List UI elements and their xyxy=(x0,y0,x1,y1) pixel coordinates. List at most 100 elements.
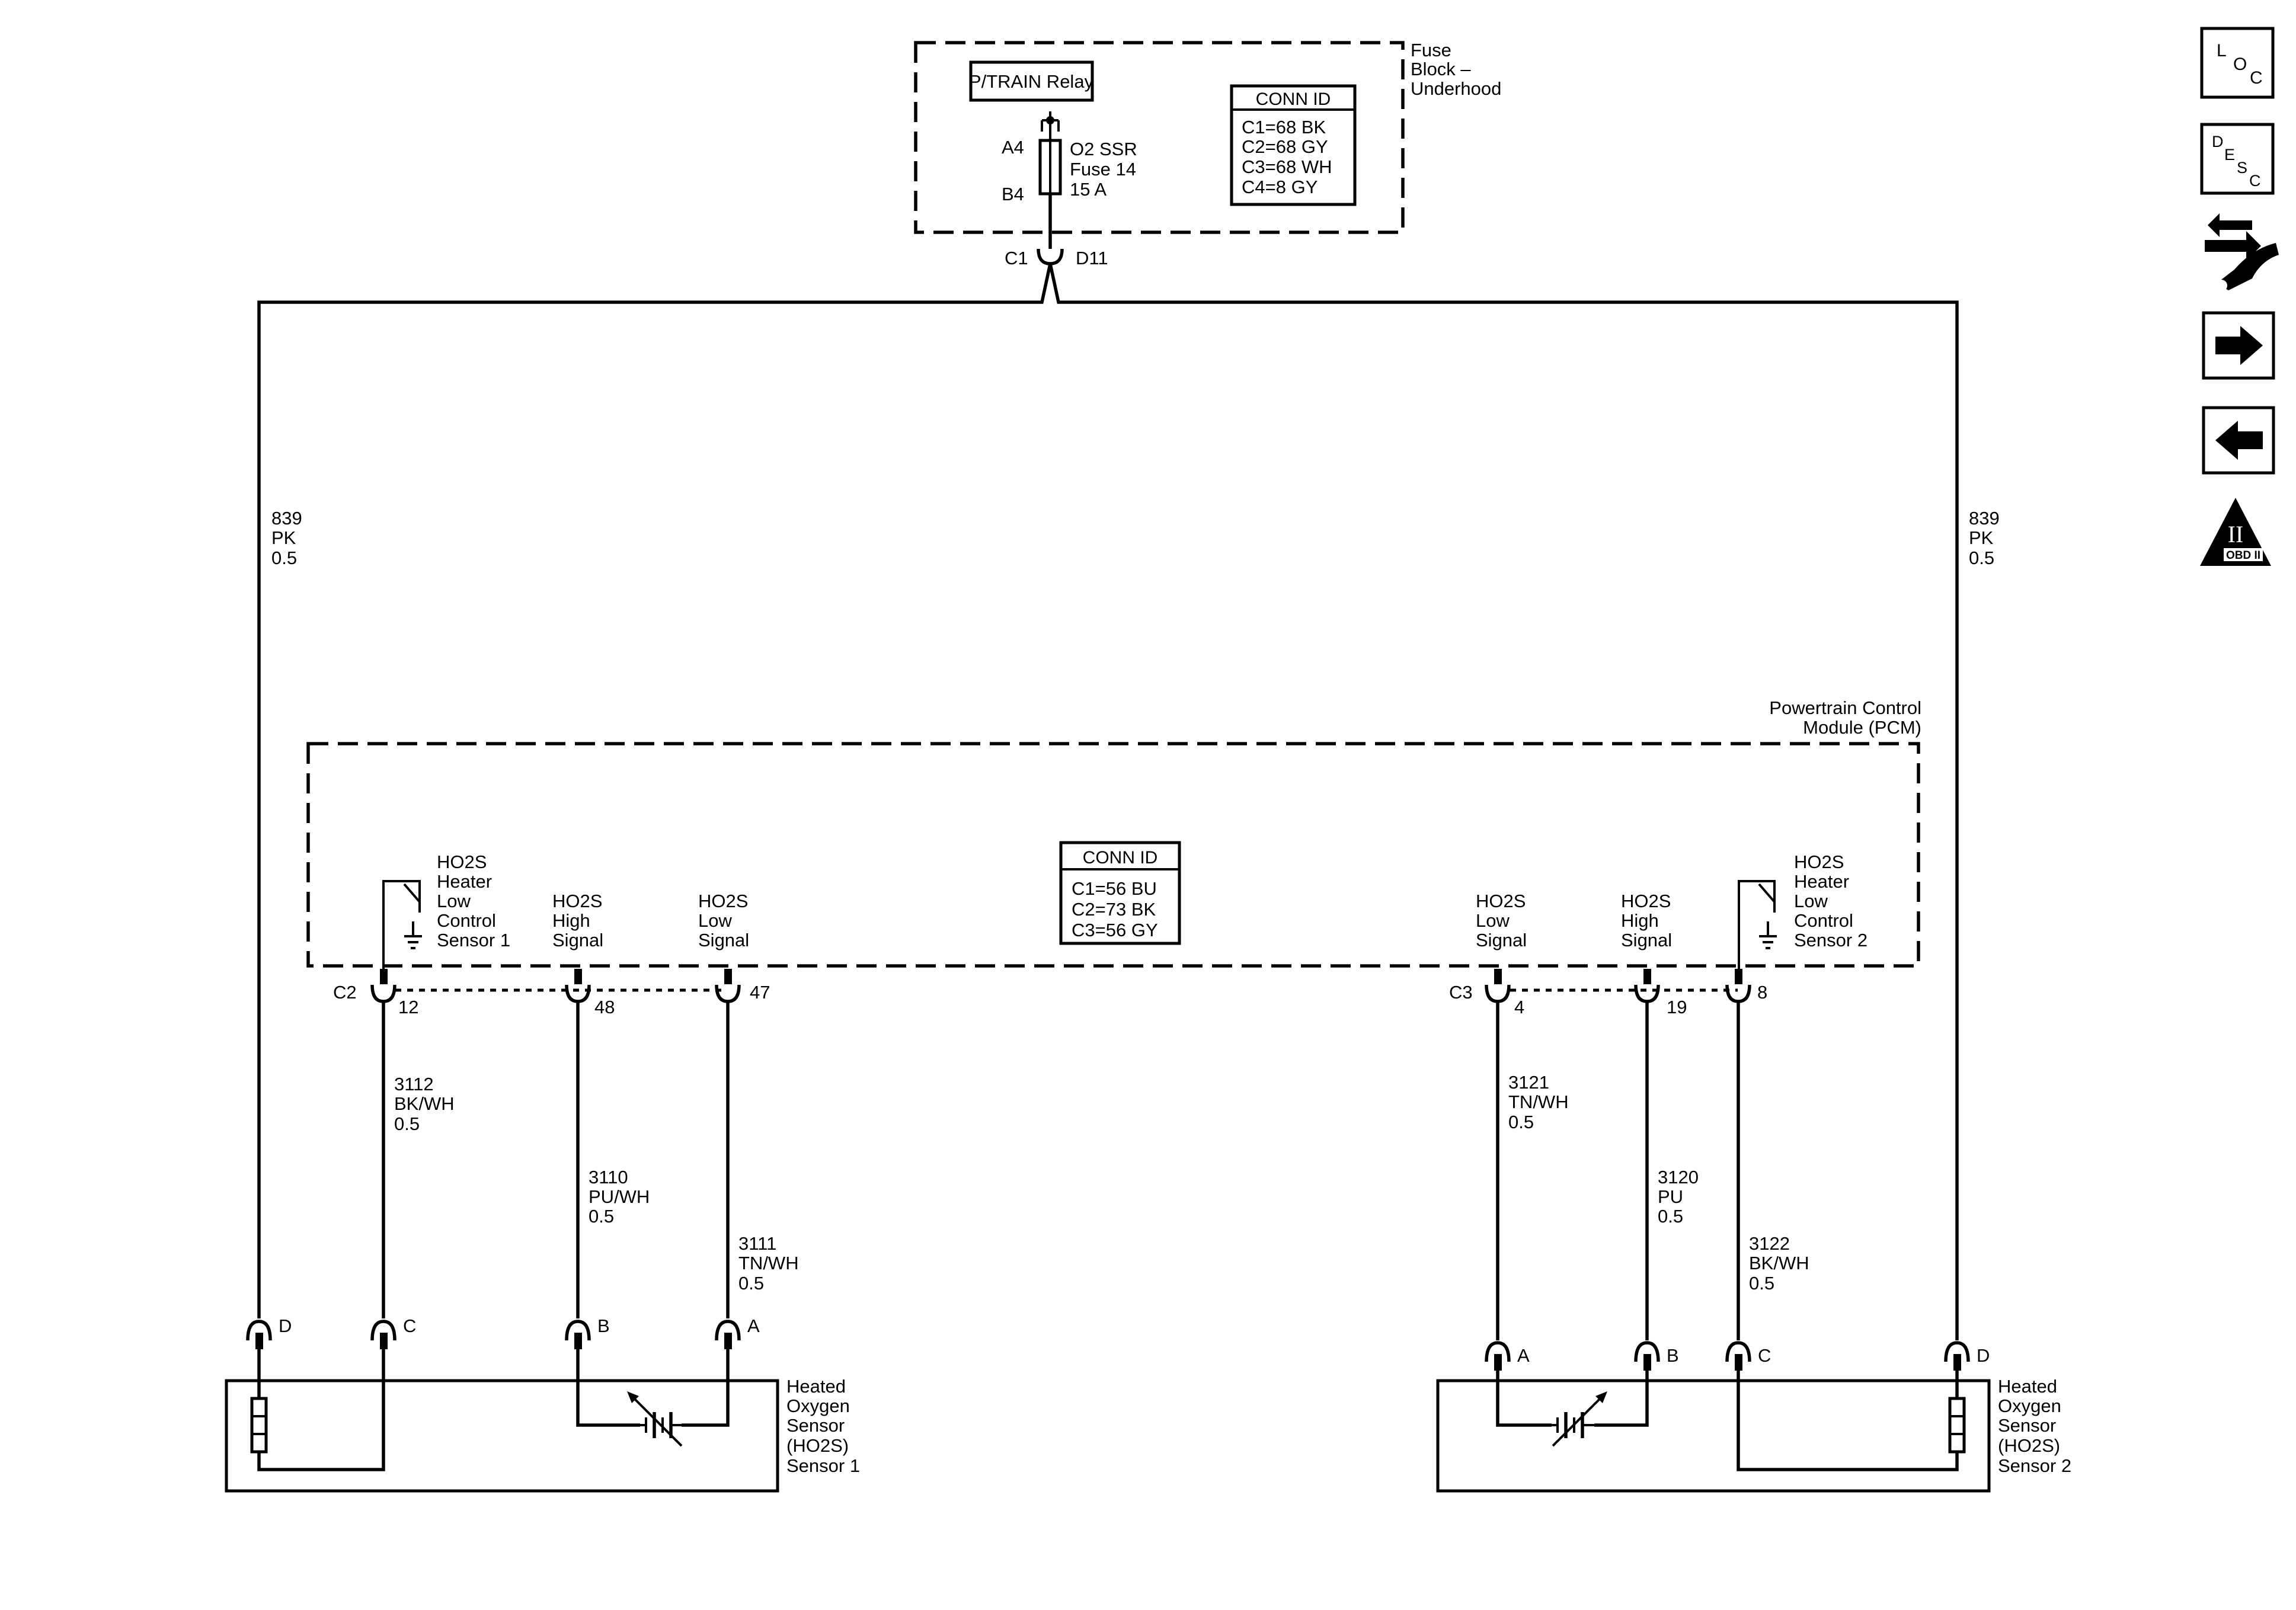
sensor-2-label: Sensor 2 xyxy=(1998,1455,2071,1476)
wire-3120-gauge: 0.5 xyxy=(1658,1206,1683,1227)
next-page-button[interactable] xyxy=(2202,311,2275,380)
desc-icon-letter: D xyxy=(2212,133,2224,151)
left-circuit-3-label: Signal xyxy=(698,930,749,950)
arrow-left-icon xyxy=(2215,421,2263,460)
right-circuit-3-label: Low xyxy=(1794,891,1828,911)
sensor-1-pin-c: C xyxy=(403,1315,416,1336)
fuse-block-title-line-3: Underhood xyxy=(1411,78,1501,99)
fuse-connector-pin: D11 xyxy=(1076,248,1108,268)
obd-ii-button[interactable]: II OBD II xyxy=(2200,498,2271,566)
right-feed-wire-circuit: 839 xyxy=(1969,508,2000,529)
right-circuit-3-label: Control xyxy=(1794,910,1853,931)
pcm-conn-id-title: CONN ID xyxy=(1083,848,1158,868)
left-circuit-1-label: Low xyxy=(437,891,471,911)
desc-icon-letter: E xyxy=(2224,146,2235,164)
sensor-2-pin-a: A xyxy=(1517,1345,1530,1366)
wire-3120-color: PU xyxy=(1658,1186,1683,1207)
fuse-block-title-line-1: Fuse xyxy=(1411,40,1451,60)
fuse-block-conn-id-entry: C1=68 BK xyxy=(1242,117,1326,137)
left-circuit-3-label: Low xyxy=(698,910,732,931)
left-circuit-1-label: Heater xyxy=(437,871,492,892)
fuse-block-conn-id-entry: C4=8 GY xyxy=(1242,177,1318,197)
sensor-1-connector: D C B A xyxy=(246,1315,760,1349)
wire-3122-gauge: 0.5 xyxy=(1749,1273,1774,1294)
sensor-1-label: (HO2S) xyxy=(786,1435,849,1456)
right-circuit-2-label: High xyxy=(1621,910,1659,931)
sensor-1-pin-b: B xyxy=(597,1315,610,1336)
sensor-1: Heated Oxygen Sensor (HO2S) Sensor 1 xyxy=(225,1349,860,1493)
ground-symbol xyxy=(404,921,422,949)
left-circuit-1-label: HO2S xyxy=(437,852,487,872)
sensor-2-label: Oxygen xyxy=(1998,1395,2061,1416)
loc-icon-letter: C xyxy=(2250,68,2263,88)
fuse-connector-label: C1 xyxy=(1005,248,1028,268)
fuse-label-line-3: 15 A xyxy=(1070,179,1107,200)
right-circuit-1-label: Low xyxy=(1476,910,1510,931)
left-circuit-2-label: HO2S xyxy=(552,891,602,911)
feed-wire-split-right xyxy=(1048,263,1959,1340)
arrow-right-icon xyxy=(2215,326,2263,365)
heater-switch-sensor-1 xyxy=(382,880,421,969)
pcm-conn-id-entry: C3=56 GY xyxy=(1072,920,1158,940)
wire-3110-circuit: 3110 xyxy=(589,1167,628,1188)
left-circuit-2-label: High xyxy=(552,910,590,931)
wire-3112-color: BK/WH xyxy=(394,1093,455,1114)
pcm-pin-8: 8 xyxy=(1757,982,1767,1003)
obd-ii-text: OBD II xyxy=(2226,549,2260,562)
fuse-pin-a4: A4 xyxy=(1002,137,1024,158)
right-circuit-1-label: Signal xyxy=(1476,930,1527,950)
left-feed-wire-color: PK xyxy=(271,527,296,548)
wire-3120-circuit: 3120 xyxy=(1658,1167,1699,1188)
connector-wrench-button[interactable] xyxy=(2205,213,2279,292)
pcm-pin-48: 48 xyxy=(594,997,615,1017)
pcm-boundary xyxy=(306,742,1920,968)
desc-button[interactable]: D E S C xyxy=(2200,123,2275,195)
right-feed-wire-gauge: 0.5 xyxy=(1969,548,1994,568)
left-feed-wire-gauge: 0.5 xyxy=(271,548,297,568)
right-circuit-1-label: HO2S xyxy=(1476,891,1526,911)
sensor-2-body xyxy=(1436,1379,1991,1493)
wire-3111-circuit: 3111 xyxy=(738,1233,776,1254)
right-circuit-2-label: HO2S xyxy=(1621,891,1671,911)
heater-element-icon xyxy=(250,1397,268,1454)
pcm-pin-19: 19 xyxy=(1667,997,1687,1017)
heater-element-icon xyxy=(1948,1397,1966,1454)
ground-symbol xyxy=(1759,921,1777,949)
sensor-2-label: (HO2S) xyxy=(1998,1435,2060,1456)
pcm-pin-12: 12 xyxy=(398,997,418,1017)
sensor-1-body xyxy=(225,1379,779,1493)
right-circuit-3-label: Sensor 2 xyxy=(1794,930,1868,950)
fuse-block-boundary xyxy=(914,41,1405,234)
loc-icon-letter: L xyxy=(2217,41,2227,60)
wire-3110-color: PU/WH xyxy=(589,1186,650,1207)
variable-cell-icon xyxy=(1552,1391,1607,1447)
wire-3111-color: TN/WH xyxy=(738,1253,799,1273)
ptrain-relay-label: P/TRAIN Relay xyxy=(969,71,1094,92)
pcm-pin-47: 47 xyxy=(750,982,770,1003)
desc-icon-letter: S xyxy=(2237,159,2247,177)
loc-button[interactable]: L O C xyxy=(2200,27,2275,99)
heater-switch-sensor-2 xyxy=(1738,880,1776,969)
wire-3121-color: TN/WH xyxy=(1508,1092,1569,1112)
fuse-block-conn-id-title: CONN ID xyxy=(1256,89,1331,109)
sensor-2-pin-c: C xyxy=(1758,1345,1771,1366)
wire-3122-circuit: 3122 xyxy=(1749,1233,1790,1254)
wire-3121-circuit: 3121 xyxy=(1508,1072,1549,1093)
variable-cell-icon xyxy=(627,1391,683,1447)
wire-3110-gauge: 0.5 xyxy=(589,1206,614,1227)
right-circuit-2-label: Signal xyxy=(1621,930,1672,950)
fuse-output-connector: C1 D11 xyxy=(1005,248,1108,268)
previous-page-button[interactable] xyxy=(2202,406,2275,475)
pcm-connector-c3: C3 4 19 8 xyxy=(1449,969,1767,1017)
feed-wire-split xyxy=(257,263,1052,1318)
fuse-block-title-line-2: Block – xyxy=(1411,59,1471,79)
sensor-2: Heated Oxygen Sensor (HO2S) Sensor 2 xyxy=(1436,1371,2071,1493)
loc-icon-letter: O xyxy=(2233,55,2247,74)
left-circuit-1-label: Sensor 1 xyxy=(437,930,510,950)
sensor-2-connector: A B C D xyxy=(1485,1341,1990,1371)
right-feed-wire-color: PK xyxy=(1969,527,1994,548)
wire-3112-circuit: 3112 xyxy=(394,1074,434,1094)
pcm-conn-id-entry: C2=73 BK xyxy=(1072,899,1156,920)
desc-icon-letter: C xyxy=(2249,172,2261,190)
